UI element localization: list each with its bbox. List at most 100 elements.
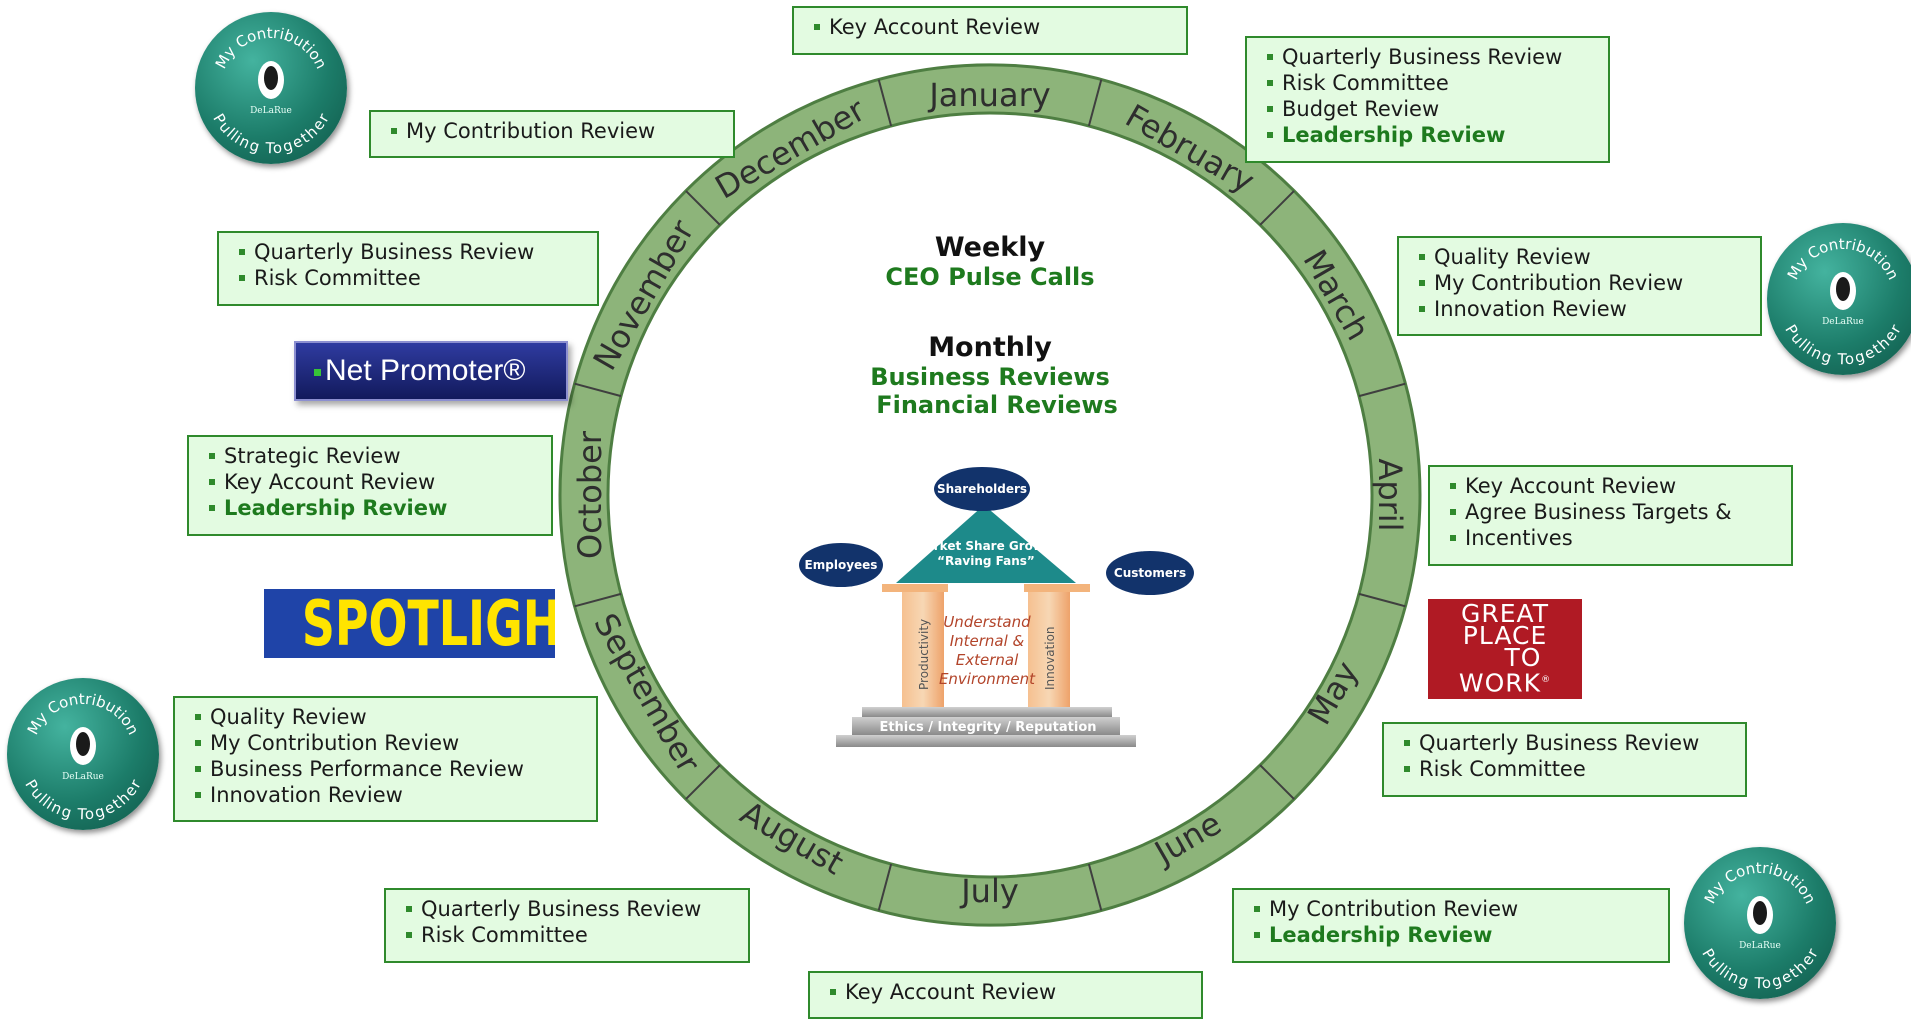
month-divider bbox=[685, 190, 721, 226]
list-item-continued: Incentives bbox=[1450, 525, 1781, 551]
gptw-line-4: WORK® bbox=[1428, 668, 1582, 698]
customers-oval bbox=[1106, 551, 1194, 595]
gptw-to: TO bbox=[1504, 643, 1542, 672]
box-march: Quality Review My Contribution Review In… bbox=[1397, 236, 1762, 336]
month-divider bbox=[574, 592, 622, 608]
great-place-to-work-logo: GREAT PLACE TO WORK® bbox=[1428, 599, 1582, 699]
gptw-work: WORK bbox=[1458, 668, 1542, 698]
business-reviews: Business Reviews bbox=[870, 363, 1110, 391]
month-divider bbox=[1259, 190, 1295, 226]
list-item: My Contribution Review bbox=[195, 730, 586, 756]
list-item: Risk Committee bbox=[1404, 756, 1735, 782]
bullet-icon bbox=[314, 368, 321, 376]
badge-graphic: My Contribution Pulling Together DeLaRue bbox=[21, 690, 145, 824]
month-divider bbox=[1358, 382, 1406, 398]
ceo-pulse-calls: CEO Pulse Calls bbox=[885, 263, 1095, 291]
list-item: Leadership Review bbox=[1267, 122, 1598, 148]
badge-bottom-text: Pulling Together bbox=[21, 776, 145, 824]
month-label-october: October bbox=[571, 430, 609, 559]
monthly-block: Monthly Business Reviews Financial Revie… bbox=[840, 332, 1140, 419]
box-september: Quality Review My Contribution Review Bu… bbox=[173, 696, 598, 822]
box-may: Quarterly Business Review Risk Committee bbox=[1382, 722, 1747, 797]
list-item: Risk Committee bbox=[239, 265, 587, 291]
list-item: Quarterly Business Review bbox=[1267, 44, 1598, 70]
box-july: Key Account Review bbox=[808, 971, 1203, 1019]
shareholders-label: Shareholders bbox=[937, 482, 1027, 496]
my-contribution-badge: My Contribution Pulling Together DeLaRue bbox=[195, 12, 347, 164]
month-label-january: January bbox=[927, 76, 1050, 114]
productivity-label: Productivity bbox=[917, 619, 931, 690]
badge-graphic: My Contribution Pulling Together DeLaRue bbox=[1781, 235, 1905, 368]
monthly-title: Monthly bbox=[928, 332, 1052, 363]
portrait-silhouette bbox=[1753, 901, 1767, 925]
list-item: Business Performance Review bbox=[195, 756, 586, 782]
month-divider bbox=[1087, 863, 1103, 911]
month-divider bbox=[1259, 764, 1295, 800]
innovation-label: Innovation bbox=[1043, 626, 1057, 690]
middle-line-4: Environment bbox=[939, 670, 1036, 688]
badge-center-text: DeLaRue bbox=[1822, 317, 1864, 327]
month-divider bbox=[574, 382, 622, 398]
gptw-registered-mark: ® bbox=[1541, 675, 1552, 685]
gptw-line-2: PLACE bbox=[1462, 621, 1548, 650]
my-contribution-badge: My Contribution Pulling Together DeLaRue bbox=[1684, 847, 1836, 999]
list-item: Innovation Review bbox=[1419, 296, 1750, 322]
box-june: My Contribution Review Leadership Review bbox=[1232, 888, 1670, 963]
house-roof bbox=[896, 505, 1076, 583]
weekly-block: Weekly CEO Pulse Calls bbox=[850, 232, 1130, 291]
list-item: Quality Review bbox=[195, 704, 586, 730]
pillar-left bbox=[902, 592, 944, 707]
badge-bottom-text: Pulling Together bbox=[1698, 945, 1822, 993]
middle-line-2: Internal & bbox=[950, 632, 1025, 650]
my-contribution-badge: My Contribution Pulling Together DeLaRue bbox=[1767, 223, 1911, 375]
roof-line-2: “Raving Fans” bbox=[937, 554, 1035, 568]
list-item: My Contribution Review bbox=[1254, 896, 1658, 922]
month-ring bbox=[558, 63, 1422, 927]
spotlight-logo: SPOTLIGHT bbox=[264, 589, 555, 658]
month-divider bbox=[685, 764, 721, 800]
my-contribution-badge: My Contribution Pulling Together DeLaRue bbox=[7, 678, 159, 830]
badge-center-text: DeLaRue bbox=[62, 772, 104, 782]
middle-line-1: Understand bbox=[943, 613, 1031, 631]
box-october: Strategic Review Key Account Review Lead… bbox=[187, 435, 553, 536]
month-divider bbox=[877, 79, 893, 127]
base-label: Ethics / Integrity / Reputation bbox=[879, 720, 1096, 735]
box-november: Quarterly Business Review Risk Committee bbox=[217, 231, 599, 306]
badge-center-text: DeLaRue bbox=[250, 106, 292, 116]
middle-line-3: External bbox=[956, 651, 1019, 669]
list-item: Key Account Review bbox=[209, 469, 541, 495]
shareholders-oval bbox=[934, 467, 1030, 511]
list-item: Quarterly Business Review bbox=[1404, 730, 1735, 756]
list-item: My Contribution Review bbox=[1419, 270, 1750, 296]
list-item: Budget Review bbox=[1267, 96, 1598, 122]
step-middle bbox=[852, 717, 1120, 735]
badge-graphic: My Contribution Pulling Together DeLaRue bbox=[209, 24, 333, 157]
roof-line-1: Market Share Growth bbox=[914, 539, 1059, 553]
box-august: Quarterly Business Review Risk Committee bbox=[384, 888, 750, 963]
gptw-line-1: GREAT bbox=[1461, 599, 1549, 628]
list-item: Strategic Review bbox=[209, 443, 541, 469]
april-continued-text: Incentives bbox=[1465, 526, 1573, 550]
spotlight-text: SPOTLIGHT bbox=[301, 589, 555, 658]
net-promoter-text: Net Promoter® bbox=[325, 354, 526, 387]
capital-right bbox=[1024, 584, 1090, 592]
list-item: Agree Business Targets & bbox=[1450, 499, 1781, 525]
employees-label: Employees bbox=[805, 558, 878, 572]
financial-reviews: Financial Reviews bbox=[876, 391, 1118, 419]
box-december: My Contribution Review bbox=[369, 110, 735, 158]
net-promoter-logo: Net Promoter® bbox=[294, 341, 568, 401]
list-item: Quarterly Business Review bbox=[406, 896, 738, 922]
employees-oval bbox=[799, 543, 883, 587]
portrait-silhouette bbox=[264, 66, 278, 90]
list-item: Risk Committee bbox=[1267, 70, 1598, 96]
box-april: Key Account Review Agree Business Target… bbox=[1428, 465, 1793, 566]
list-item: Quarterly Business Review bbox=[239, 239, 587, 265]
ring-segments bbox=[558, 63, 1422, 927]
pillar-right bbox=[1028, 592, 1070, 707]
list-item: Risk Committee bbox=[406, 922, 738, 948]
step-bottom bbox=[836, 735, 1136, 747]
list-item: Innovation Review bbox=[195, 782, 586, 808]
list-item: Leadership Review bbox=[209, 495, 541, 521]
month-divider bbox=[1087, 79, 1103, 127]
